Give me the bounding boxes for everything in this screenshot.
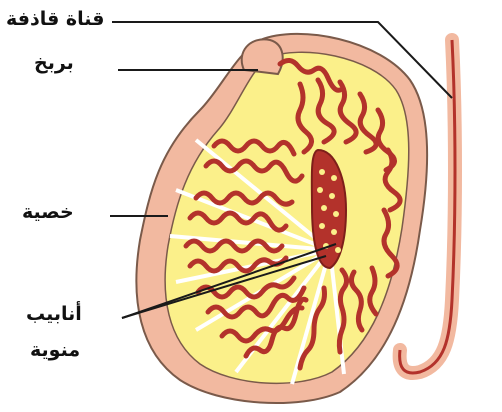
epididymis-head: [242, 39, 283, 74]
label-tubules-line1: أنابيب: [26, 305, 82, 324]
label-tubules-line2: منوية: [30, 341, 80, 360]
label-epididymis: بربخ: [34, 54, 74, 73]
label-vas-deferens: قناة قاذفة: [6, 10, 104, 29]
label-testis: خصية: [22, 203, 74, 222]
